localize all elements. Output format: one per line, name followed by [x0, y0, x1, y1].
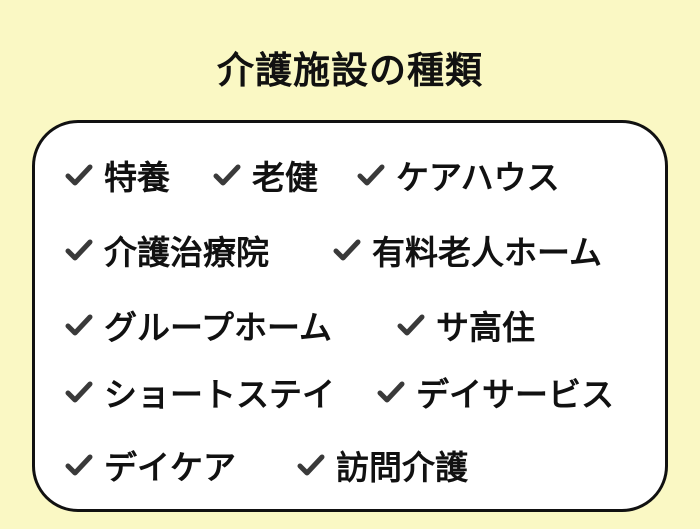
item-label: グループホーム: [100, 301, 345, 353]
checkmark-icon: [297, 454, 325, 476]
item-label: 特養: [100, 151, 182, 203]
item-label: サ高住: [432, 301, 547, 353]
checkmark-icon: [213, 164, 241, 186]
checkmark-icon: [377, 381, 405, 403]
item-label: 有料老人ホーム: [368, 226, 615, 278]
item-label: ショートステイ: [100, 368, 347, 420]
item-label: デイサービス: [412, 368, 626, 420]
item-label: ケアハウス: [392, 151, 572, 203]
item-label: 介護治療院: [100, 226, 281, 278]
list-item: 訪問介護: [296, 440, 480, 493]
list-item: ケアハウス: [356, 150, 572, 203]
list-item: 有料老人ホーム: [332, 225, 615, 278]
facility-list-box: [32, 120, 668, 512]
checkmark-icon: [65, 314, 93, 336]
checkmark-icon: [333, 239, 361, 261]
list-item: 老健: [212, 150, 330, 203]
list-item: グループホーム: [64, 300, 345, 353]
checkmark-icon: [397, 314, 425, 336]
list-item: デイサービス: [376, 367, 626, 420]
item-label: 老健: [248, 151, 330, 203]
checkmark-icon: [65, 164, 93, 186]
list-item: デイケア: [64, 440, 248, 493]
checkmark-icon: [65, 454, 93, 476]
item-label: 訪問介護: [332, 441, 480, 493]
checkmark-icon: [65, 239, 93, 261]
checkmark-icon: [65, 381, 93, 403]
list-item: 特養: [64, 150, 182, 203]
list-item: 介護治療院: [64, 225, 281, 278]
list-item: ショートステイ: [64, 367, 347, 420]
list-item: サ高住: [396, 300, 547, 353]
item-label: デイケア: [100, 441, 248, 493]
page-title: 介護施設の種類: [217, 49, 483, 92]
checkmark-icon: [357, 164, 385, 186]
